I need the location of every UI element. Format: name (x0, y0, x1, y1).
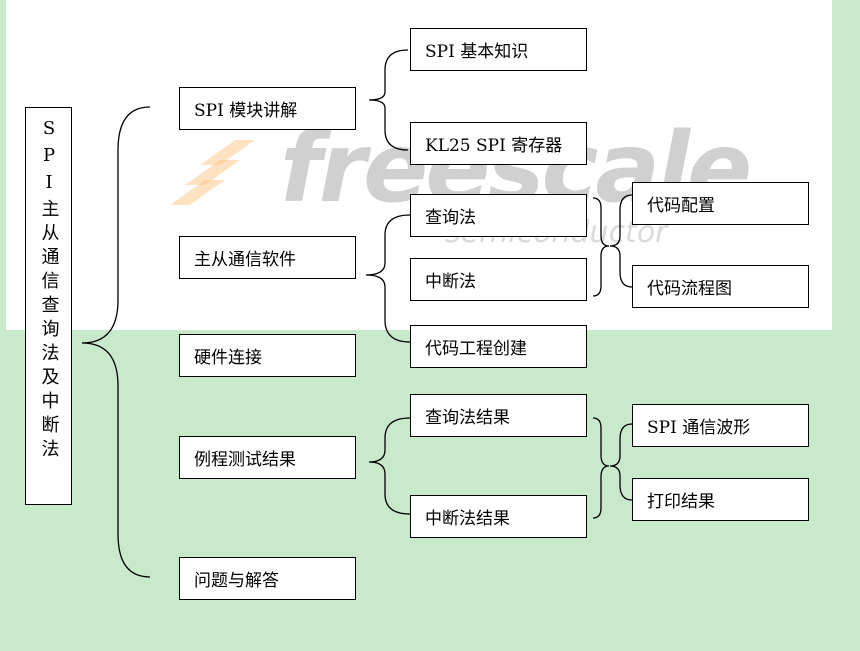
node-spi-module: SPI 模块讲解 (179, 87, 356, 130)
node-test-results: 例程测试结果 (179, 436, 356, 479)
node-polling-results: 查询法结果 (410, 394, 587, 437)
node-kl25-spi-registers: KL25 SPI 寄存器 (410, 122, 587, 165)
node-spi-waveform: SPI 通信波形 (632, 404, 809, 447)
node-code-config: 代码配置 (632, 182, 809, 225)
node-print-results: 打印结果 (632, 478, 809, 521)
node-code-flowchart: 代码流程图 (632, 265, 809, 308)
node-code-project-creation: 代码工程创建 (410, 325, 587, 368)
node-polling-method: 查询法 (410, 194, 587, 237)
node-interrupt-method: 中断法 (410, 258, 587, 301)
node-spi-basics: SPI 基本知识 (410, 28, 587, 71)
root-topic-box: SPI主从通信查询法及中断法 (25, 107, 72, 505)
node-master-slave-software: 主从通信软件 (179, 236, 356, 279)
node-interrupt-results: 中断法结果 (410, 495, 587, 538)
node-hardware-connection: 硬件连接 (179, 334, 356, 377)
root-topic-label: SPI主从通信查询法及中断法 (38, 118, 60, 463)
node-qa: 问题与解答 (179, 557, 356, 600)
